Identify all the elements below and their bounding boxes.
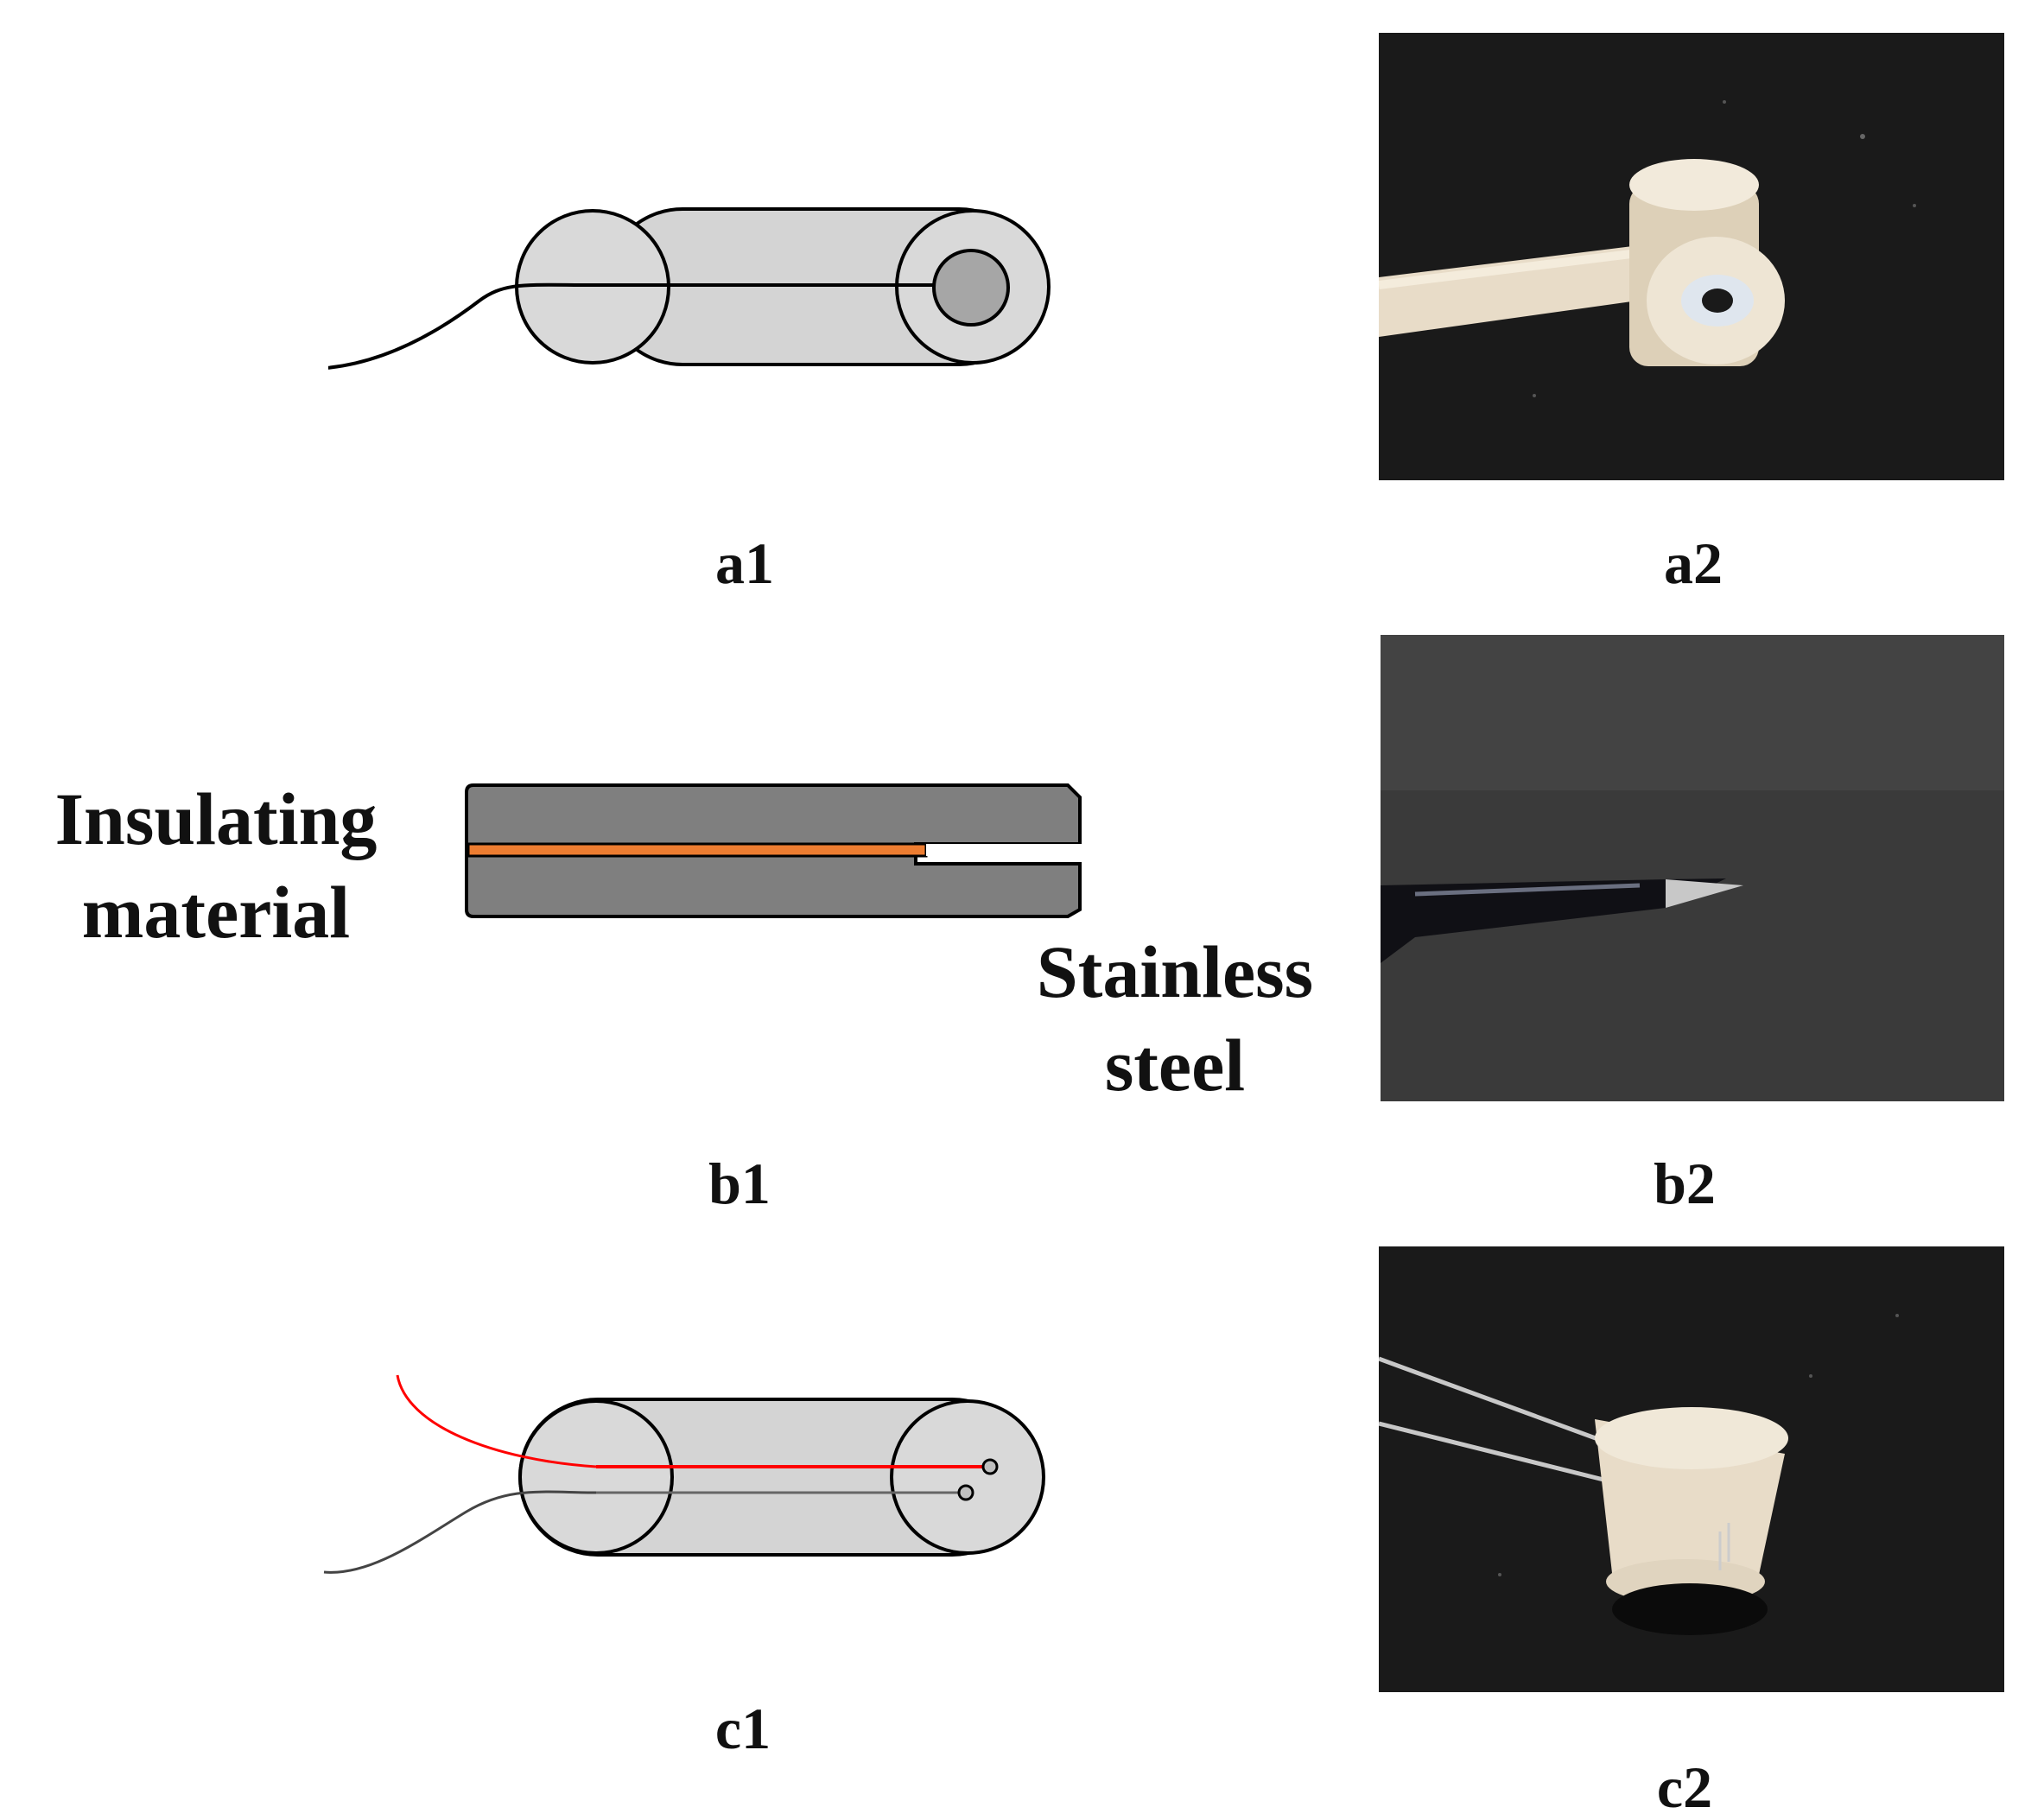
label-insulating-material: Insulating material [17, 773, 415, 959]
diagram-c1-dual-wire-electrode [320, 1365, 1054, 1581]
caption-a1: a1 [715, 530, 774, 596]
photo-a2-ceramic-electrode [1379, 33, 2004, 480]
caption-c2: c2 [1656, 1754, 1713, 1820]
caption-b1: b1 [708, 1151, 771, 1216]
label-stainless-steel: Stainless steel [1002, 926, 1348, 1112]
label-insulating-line2: material [81, 870, 351, 954]
caption-c1: c1 [714, 1696, 771, 1761]
label-stainless-line1: Stainless [1036, 930, 1314, 1013]
label-insulating-line1: Insulating [54, 777, 378, 860]
label-stainless-line2: steel [1104, 1023, 1246, 1107]
photo-b2-plate-electrode [1381, 635, 2004, 1101]
caption-b2: b2 [1654, 1151, 1716, 1216]
photo-c2-dual-wire-electrode [1379, 1246, 2004, 1692]
diagram-b1-plate-electrode [463, 782, 1085, 920]
diagram-a1-cylinder-electrode [328, 199, 1054, 389]
caption-a2: a2 [1664, 530, 1723, 596]
